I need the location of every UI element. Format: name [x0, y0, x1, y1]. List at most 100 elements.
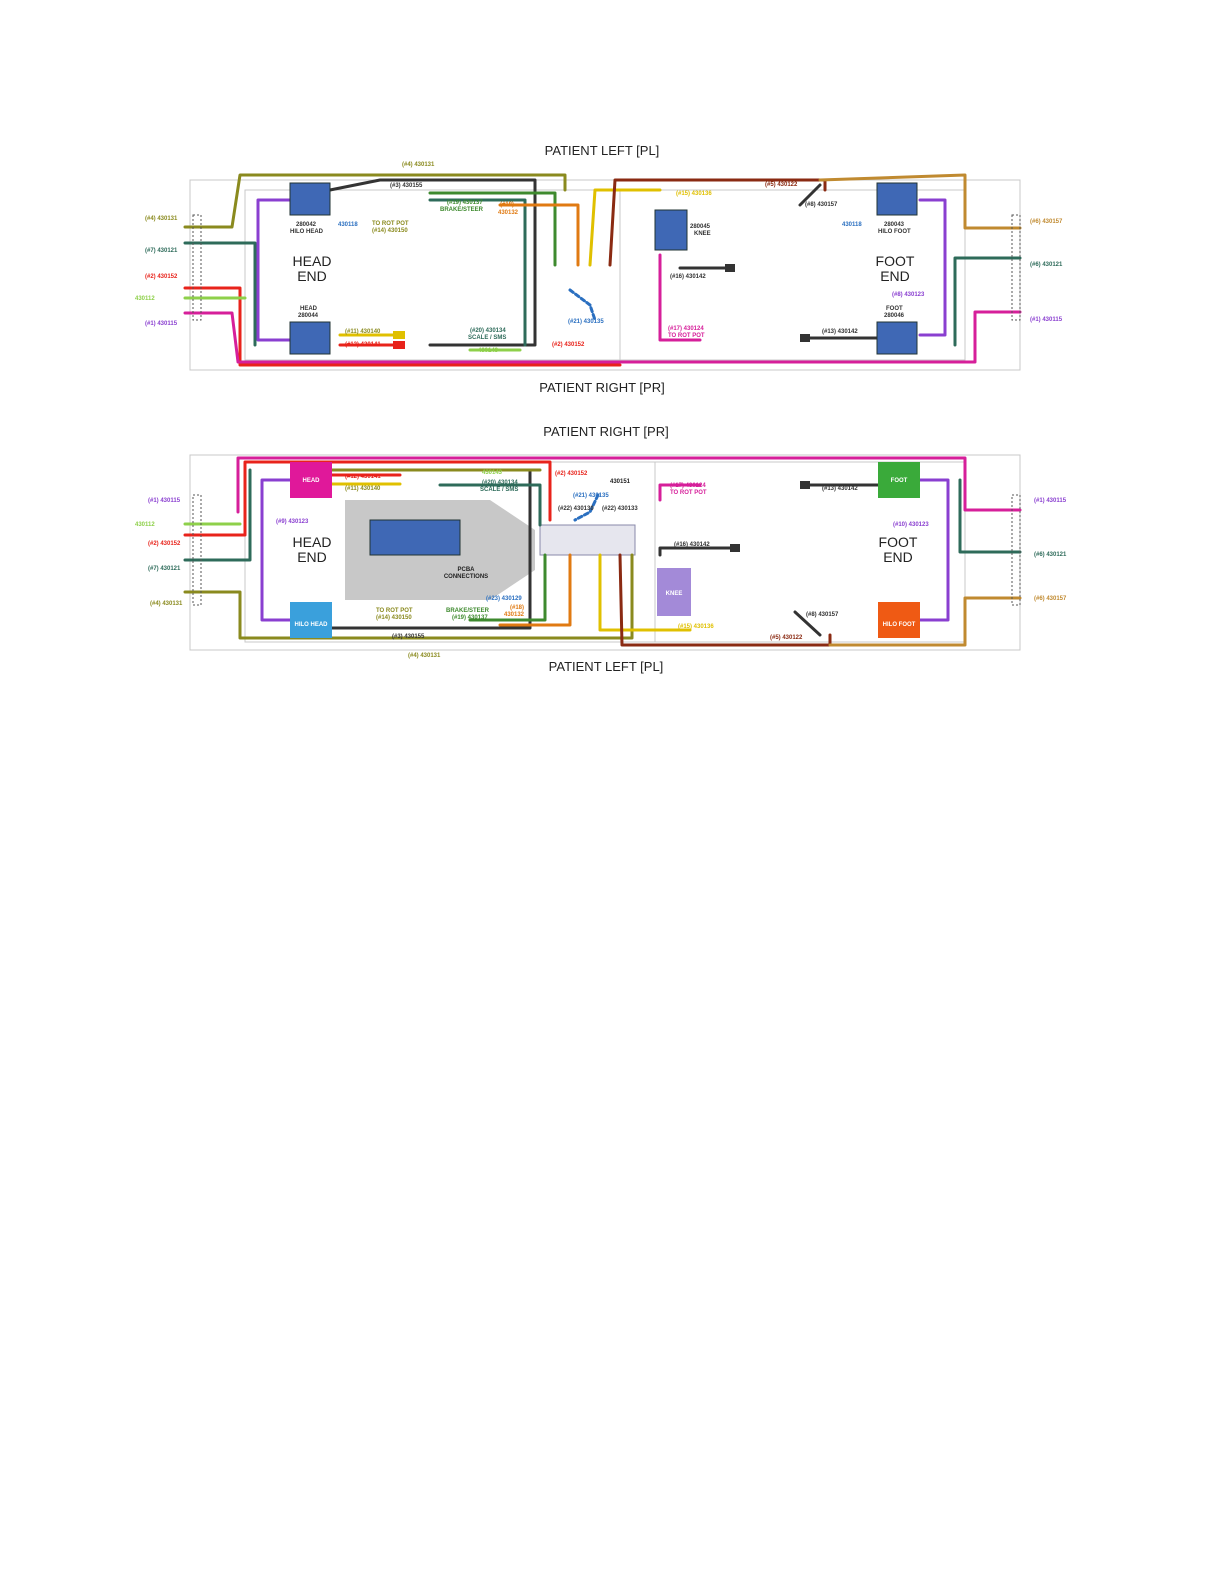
wire-2-430152 — [183, 286, 622, 367]
wire-1-430115 — [183, 310, 1022, 364]
label2-19-430137: (#19) 430137 — [452, 615, 488, 621]
box-hilo-foot — [878, 602, 920, 638]
label2-13-430142: (#13) 430142 — [822, 486, 858, 492]
label-430118-foot: 430118 — [842, 222, 862, 228]
label-to-rot-pot-2: TO ROT POT — [668, 333, 705, 339]
title2-patient-right: PATIENT RIGHT [PR] — [543, 424, 668, 439]
label-430118: 430118 — [338, 222, 358, 228]
label-2-430152-mid: (#2) 430152 — [552, 342, 585, 348]
wire-9-430123 — [256, 198, 292, 342]
wire2-17-430124 — [658, 483, 702, 502]
label-foot-num: 280046 — [884, 313, 905, 319]
label-to-rot-pot: TO ROT POT — [372, 221, 409, 227]
wire-18-430132 — [498, 203, 580, 267]
label2-22-430133: (#22) 430133 — [602, 506, 638, 512]
pcba-title-2: CONNECTIONS — [444, 574, 488, 580]
label2-7-430121: (#7) 430121 — [148, 566, 181, 572]
label2-4-430131-bottom: (#4) 430131 — [408, 653, 441, 659]
wire2-2-430152 — [183, 460, 552, 537]
wire2-21-430135 — [573, 493, 600, 522]
label2-3-430155: (#3) 430155 — [392, 634, 425, 640]
label2-6-430157: (#6) 430157 — [1034, 596, 1067, 602]
label2-5-430122: (#5) 430122 — [770, 635, 803, 641]
board-hilo-head — [289, 182, 331, 216]
head-end2-line2: END — [297, 549, 327, 565]
label-head-num: 280044 — [298, 313, 319, 319]
wire2-19-430137 — [468, 553, 547, 622]
diagram-patient-left-top: PATIENT LEFT [PL] PATIENT RIGHT [PR] HEA… — [135, 143, 1063, 395]
pcba-connector-strip — [539, 524, 636, 556]
box-head-label: HEAD — [302, 478, 320, 484]
label-16-430142: (#16) 430142 — [670, 274, 706, 280]
connector-red — [393, 341, 405, 349]
connector2-16 — [730, 544, 740, 552]
label2-8-430157: (#8) 430157 — [806, 612, 839, 618]
label2-1-430115: (#1) 430115 — [148, 498, 181, 504]
wire-20-430134 — [428, 198, 527, 347]
board-foot — [876, 321, 918, 355]
diagram-patient-right-bottom: HEAD HILO HEAD KNEE FOOT HILO FOOT PATIE… — [135, 424, 1067, 674]
label-430132: 430132 — [498, 210, 519, 216]
label-12-430141: (#12) 430141 — [345, 342, 381, 348]
wire2-10-430123 — [918, 478, 950, 622]
wire-6-430157 — [818, 173, 1022, 230]
box-hilo-foot-label: HILO FOOT — [883, 622, 916, 628]
title2-patient-left: PATIENT LEFT [PL] — [549, 659, 664, 674]
title-patient-left: PATIENT LEFT [PL] — [545, 143, 660, 158]
label2-scale-sms: SCALE / SMS — [480, 487, 518, 493]
wiring-diagrams: PATIENT LEFT [PL] PATIENT RIGHT [PR] HEA… — [0, 0, 1224, 700]
label2-to-rot-pot-2: TO ROT POT — [670, 490, 707, 496]
connector-16 — [725, 264, 735, 272]
wire2-5-430122 — [618, 553, 832, 647]
label-knee: KNEE — [694, 231, 711, 237]
wire-6-430121 — [953, 256, 1022, 347]
label-2-430152: (#2) 430152 — [145, 274, 178, 280]
label-5-430122: (#5) 430122 — [765, 182, 798, 188]
pcba-board — [369, 519, 461, 556]
wire-21-430135 — [568, 288, 597, 322]
label2-brakesteer: BRAKE/STEER — [446, 608, 490, 614]
label-4-430131-top: (#4) 430131 — [402, 162, 435, 168]
label-3-430155: (#3) 430155 — [390, 183, 423, 189]
wire2-6-430157 — [828, 596, 1022, 647]
label-17-430124: (#17) 430124 — [668, 326, 704, 332]
board-head — [289, 321, 331, 355]
wire2-16-430142 — [658, 546, 737, 557]
label2-10-430123: (#10) 430123 — [893, 522, 929, 528]
wire-3-430155 — [328, 178, 537, 347]
label2-23-430129: (#23) 430129 — [486, 596, 522, 602]
connector-block-left — [192, 214, 202, 321]
box-head — [290, 462, 332, 498]
label-4-430131-left: (#4) 430131 — [145, 216, 178, 222]
label2-17-430124: (#17) 430124 — [670, 483, 706, 489]
label-hilo-head-num: 280042 — [296, 222, 317, 228]
wire-5-430122 — [608, 178, 827, 267]
label-8-430157-mid: (#8) 430157 — [805, 202, 838, 208]
connector-yellow — [393, 331, 405, 339]
wire-15-430136 — [588, 188, 662, 267]
label2-430112: 430112 — [135, 522, 155, 528]
label2-11-430140: (#11) 430140 — [345, 486, 381, 492]
label2-18: (#18) — [510, 605, 524, 611]
foot-end2-line1: FOOT — [879, 534, 918, 550]
label-hilo-head: HILO HEAD — [290, 229, 324, 235]
label2-2-430152: (#2) 430152 — [148, 541, 181, 547]
label2-21-430135: (#21) 430135 — [573, 493, 609, 499]
wire2-9-430123 — [260, 478, 292, 622]
title-patient-right: PATIENT RIGHT [PR] — [539, 380, 664, 395]
label-brakesteer: BRAKE/STEER — [440, 207, 484, 213]
wire-7-430121 — [183, 241, 257, 347]
label2-1-430115-right: (#1) 430115 — [1034, 498, 1067, 504]
label2-15-430136: (#15) 430136 — [678, 624, 714, 630]
board-hilo-foot — [876, 182, 918, 216]
label-6-430121: (#6) 430121 — [1030, 262, 1063, 268]
label-hilo-foot: HILO FOOT — [878, 229, 911, 235]
connector-13 — [800, 334, 810, 342]
connector-block-left-2 — [192, 494, 202, 606]
label2-12-430141: (#12) 430141 — [345, 474, 381, 480]
label-6-430157: (#6) 430157 — [1030, 219, 1063, 225]
wire-17-430124 — [658, 253, 702, 342]
box-knee-label: KNEE — [666, 591, 683, 597]
wire2-18-430132 — [498, 553, 572, 627]
connector-block-right — [1011, 214, 1021, 321]
